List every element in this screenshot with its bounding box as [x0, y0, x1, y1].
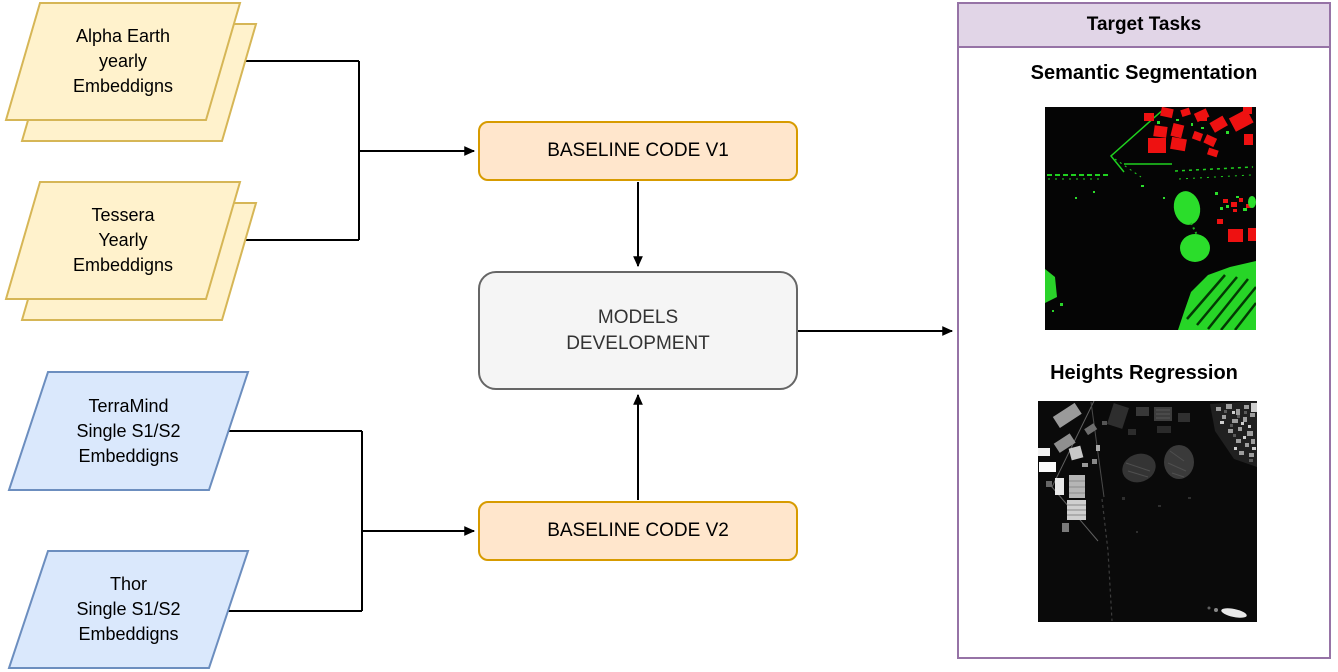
alpha-earth-shape	[4, 2, 258, 142]
thor-line3: Embeddigns	[78, 624, 179, 644]
semantic-segmentation-title: Semantic Segmentation	[1030, 62, 1258, 84]
tessera-line2: Yearly	[98, 229, 148, 250]
thor-label: Thor Single S1/S2 Embeddigns	[8, 550, 249, 669]
thor-line1: Thor	[109, 574, 147, 594]
target-tasks-panel: Target Tasks Semantic Segmentation	[957, 2, 1331, 659]
models-development-line2: DEVELOPMENT	[566, 332, 710, 354]
alpha-earth-line3: Embeddigns	[72, 75, 174, 96]
baseline-v2-label: BASELINE CODE V2	[547, 520, 729, 541]
thor-line2: Single S1/S2	[76, 599, 181, 619]
terramind-shape	[7, 371, 250, 491]
node-baseline-code-v2: BASELINE CODE V2	[478, 501, 798, 561]
terramind-line2: Single S1/S2	[76, 420, 181, 441]
node-terramind: TerraMind Single S1/S2 Embeddigns	[7, 371, 250, 491]
alpha-earth-label: Alpha Earth yearly Embeddigns	[6, 2, 240, 120]
alpha-earth-line2: yearly	[98, 50, 147, 71]
tessera-line3: Embeddigns	[72, 254, 174, 275]
node-alpha-earth: Alpha Earth yearly Embeddigns	[4, 2, 258, 143]
node-tessera: Tessera Yearly Embeddigns	[4, 181, 258, 322]
semantic-segmentation-image	[1045, 107, 1256, 330]
terramind-line3: Embeddigns	[78, 445, 179, 466]
node-models-development: MODELS DEVELOPMENT	[478, 271, 798, 390]
target-tasks-header: Target Tasks	[959, 4, 1329, 48]
tessera-label: Tessera Yearly Embeddigns	[6, 181, 240, 299]
node-baseline-code-v1: BASELINE CODE V1	[478, 121, 798, 181]
models-development-line1: MODELS	[597, 306, 679, 328]
terramind-line1: TerraMind	[88, 395, 169, 416]
tessera-line1: Tessera	[91, 204, 155, 225]
baseline-v1-label: BASELINE CODE V1	[547, 140, 729, 161]
connector-blue-bracket	[228, 430, 363, 612]
thor-shape	[7, 550, 250, 669]
terramind-label: TerraMind Single S1/S2 Embeddigns	[8, 371, 249, 491]
tessera-shape	[4, 181, 258, 321]
heights-regression-title: Heights Regression	[1050, 362, 1238, 384]
alpha-earth-line1: Alpha Earth	[75, 25, 171, 46]
heights-regression-image	[1038, 401, 1257, 622]
node-thor: Thor Single S1/S2 Embeddigns	[7, 550, 250, 669]
target-tasks-title: Target Tasks	[1086, 14, 1202, 35]
